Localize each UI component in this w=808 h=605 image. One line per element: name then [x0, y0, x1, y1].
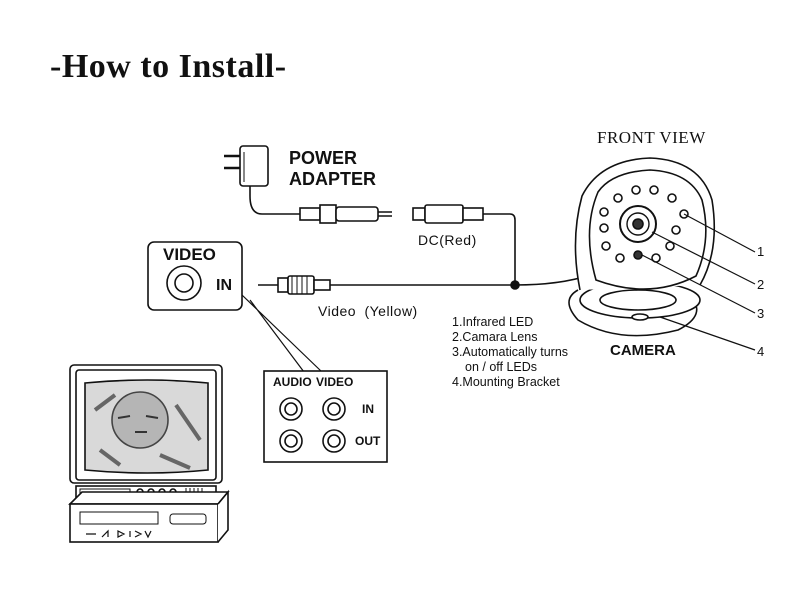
legend-item: 4.Mounting Bracket: [452, 375, 560, 389]
power-adapter-label-line1: POWER: [289, 148, 358, 168]
camera-icon: [568, 157, 716, 337]
av-panel-out-label: OUT: [355, 434, 381, 448]
rca-plug-icon: [258, 275, 331, 295]
callout-4: 4: [757, 344, 765, 359]
av-panel-video-label: VIDEO: [316, 375, 354, 389]
av-panel-icon: [263, 370, 388, 463]
callout-1: 1: [757, 244, 765, 259]
callout-2: 2: [757, 277, 765, 292]
front-view-label: FRONT VIEW: [597, 128, 706, 147]
zoom-lines: [241, 294, 323, 373]
legend-item: 2.Camara Lens: [452, 330, 538, 344]
av-panel-in-label: IN: [362, 402, 374, 416]
legend-item: 1.Infrared LED: [452, 315, 534, 329]
page-title: -How to Install-: [50, 48, 287, 85]
video-jack-title: VIDEO: [163, 245, 216, 264]
dc-label: DC(Red): [418, 232, 477, 248]
callout-leaders: [641, 213, 756, 351]
legend-item: on / off LEDs: [465, 360, 538, 374]
video-jack-port: IN: [216, 277, 232, 294]
dc-plug-icon: [299, 204, 392, 224]
power-adapter-label-line2: ADAPTER: [289, 169, 377, 189]
video-cable-label: Video (Yellow): [318, 303, 418, 319]
legend-list: 1.Infrared LED 2.Camara Lens 3.Automatic…: [452, 315, 568, 390]
power-adapter-icon: [224, 145, 300, 215]
video-cable-line: [330, 274, 591, 286]
power-adapter-label: POWER ADAPTER: [289, 148, 376, 190]
legend-item: 3.Automatically turns: [452, 345, 569, 359]
video-in-jack-icon: [147, 241, 243, 311]
callout-3: 3: [757, 306, 765, 321]
dc-socket-icon: [412, 204, 516, 284]
light-sensor-icon: [633, 250, 643, 260]
camera-label: CAMERA: [610, 342, 676, 359]
av-panel-audio-label: AUDIO: [273, 375, 312, 389]
vcr-icon: [68, 489, 230, 543]
tv-monitor-icon: [69, 364, 223, 499]
